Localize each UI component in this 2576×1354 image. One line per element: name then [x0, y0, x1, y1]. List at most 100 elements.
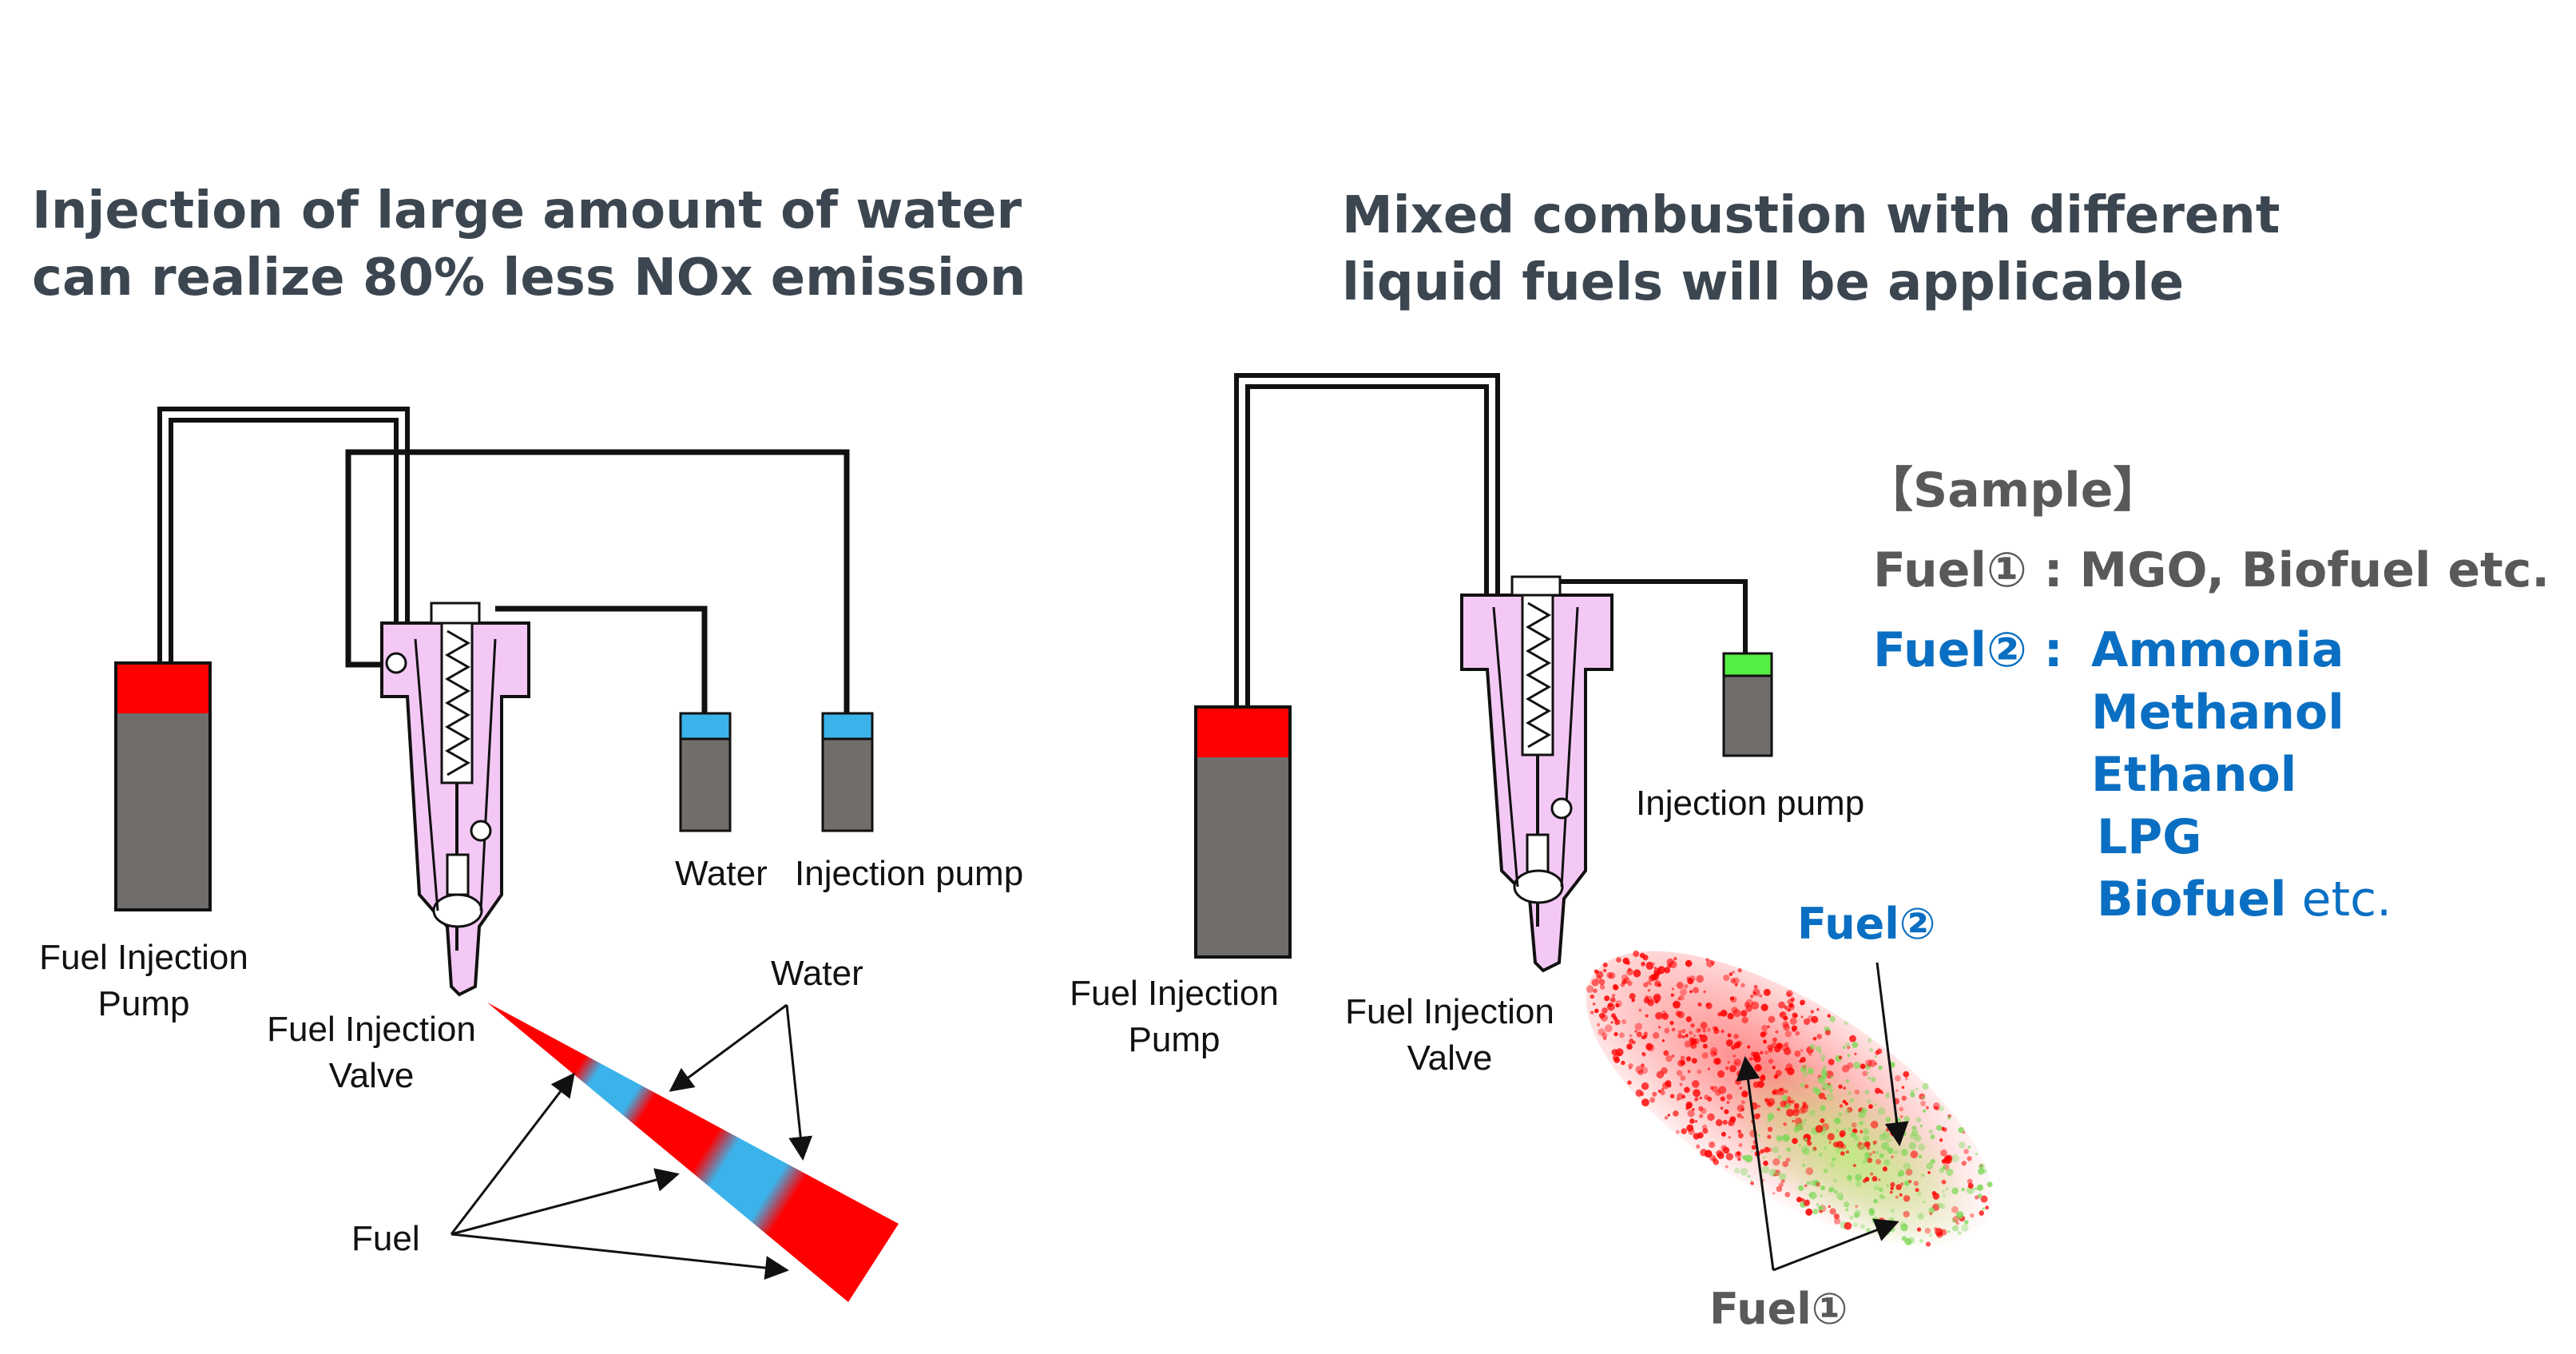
fuel2-particle [1877, 1107, 1886, 1115]
fuel1-particle [1726, 1101, 1730, 1104]
fuel2-particle [1928, 1207, 1935, 1213]
fuel1-particle [1629, 1034, 1633, 1038]
fuel1-particle [1691, 1080, 1700, 1088]
fuel1-particle [1706, 1027, 1711, 1032]
fuel1-particle [1852, 1164, 1856, 1168]
fuel2-particle [1804, 1138, 1808, 1142]
fuel1-particle [1760, 1149, 1765, 1153]
fuel1-particle [1725, 1165, 1729, 1169]
fuel2-particle [1886, 1184, 1889, 1187]
fuel2-particle [1908, 1142, 1917, 1150]
fuel1-particle [1689, 1030, 1693, 1035]
fuel2-spray-label: Fuel② [1797, 899, 1936, 949]
fuel1-particle [1851, 1122, 1857, 1128]
fuel1-particle [1784, 1192, 1791, 1197]
fuel2-particle [1818, 1152, 1823, 1157]
fuel1-particle [1723, 975, 1730, 982]
fuel2-particle [1864, 1152, 1870, 1157]
fuel1-particle [1591, 979, 1599, 987]
fuel2-particle [1867, 1099, 1871, 1104]
fuel1-particle [1844, 1102, 1848, 1106]
fuel1-particle [1794, 1117, 1803, 1126]
fuel2-particle [1820, 1054, 1826, 1059]
fuel1-particle [1594, 1008, 1599, 1014]
fuel1-particle [1680, 1059, 1686, 1066]
fuel1-particle [1671, 1027, 1676, 1032]
fuel1-particle [1685, 959, 1693, 967]
fuel1-particle [1629, 1066, 1632, 1070]
fuel1-particle [1717, 1152, 1725, 1160]
fuel2-particle [1976, 1184, 1984, 1191]
fuel1-particle [1662, 1082, 1669, 1090]
fuel1-particle [1800, 1002, 1804, 1006]
fuel1-particle [1793, 1102, 1800, 1109]
fuel1-particle [1613, 1032, 1618, 1037]
fuel1-particle [1788, 1008, 1791, 1012]
fuel1-particle [1697, 1002, 1702, 1007]
fuel1-particle [1913, 1181, 1919, 1186]
fuel1-particle [1824, 1030, 1831, 1036]
fuel1-particle [1685, 1101, 1693, 1109]
fuel1-particle [1701, 1052, 1709, 1059]
fuel1-particle [1772, 1037, 1777, 1042]
fuel2-particle [1820, 1194, 1823, 1197]
fuel2-particle [1802, 1147, 1810, 1155]
fuel2-particle [1863, 1135, 1870, 1142]
fuel2-particle [1943, 1194, 1946, 1197]
fuel2-particle [1910, 1089, 1915, 1094]
fuel1-particle [1794, 1050, 1801, 1057]
fuel1-particle [1661, 1087, 1665, 1091]
fuel2-particle [1926, 1162, 1934, 1170]
fuel2-particle [1874, 1102, 1877, 1106]
fuel1-particle [1772, 1157, 1780, 1166]
fuel1-particle [1878, 1178, 1881, 1181]
fuel2-particle [1868, 1076, 1871, 1080]
fuel1-particle [1924, 1228, 1931, 1234]
fuel1-particle [1740, 983, 1745, 988]
fuel1-particle [1871, 1176, 1878, 1182]
fuel1-particle [1951, 1205, 1959, 1213]
fuel1-particle [1684, 1086, 1690, 1094]
fuel1-particle [1784, 1030, 1792, 1038]
fuel1-particle [1687, 1070, 1691, 1074]
fuel1-particle [1713, 1058, 1720, 1065]
fuel1-particle [1774, 1045, 1781, 1053]
right-injection-line [1518, 579, 1748, 653]
fuel2-particle [1867, 1038, 1872, 1043]
fuel2-particle [1741, 1155, 1745, 1159]
fuel1-particle [1840, 1144, 1847, 1150]
fuel2-particle [1978, 1168, 1985, 1175]
fuel2-particle [1828, 1088, 1833, 1093]
fuel1-particle [1647, 989, 1651, 992]
fuel1-particle [1979, 1210, 1984, 1216]
fuel1-particle [1724, 1109, 1729, 1114]
water-arrows [669, 1003, 813, 1161]
fuel2-particle [1886, 1092, 1890, 1096]
fuel1-particle [1725, 1066, 1729, 1070]
fuel2-particle [1914, 1134, 1922, 1142]
fuel1-particle [1688, 1128, 1695, 1135]
fuel1-particle [1729, 1116, 1737, 1123]
fuel1-particle [1681, 1029, 1686, 1034]
fuel1-particle [1649, 1097, 1656, 1103]
fuel1-particle [1598, 1028, 1606, 1036]
fuel2-particle [1860, 1144, 1867, 1151]
fuel1-particle [1604, 995, 1610, 1002]
fuel1-particle [1677, 1030, 1682, 1034]
fuel2-particle [1830, 1075, 1834, 1079]
fuel1-particle [1816, 1008, 1820, 1011]
fuel2-particle [1922, 1082, 1929, 1090]
fuel2-particle [1772, 1146, 1780, 1153]
fuel2-particle [1835, 1146, 1842, 1153]
fuel1-particle [1860, 1130, 1864, 1134]
fuel2-particle [1834, 1117, 1841, 1125]
sample-fuel1-line: Fuel① : MGO, Biofuel etc. [1873, 542, 2550, 598]
left-title: Injection of large amount of water can r… [32, 177, 1026, 312]
fuel1-particle [1713, 1026, 1718, 1031]
fuel1-particle [1702, 1043, 1708, 1049]
fuel2-particle [1918, 1154, 1923, 1158]
fuel1-particle [1803, 1018, 1811, 1026]
fuel2-particle [1804, 1064, 1808, 1067]
fuel2-particle [1923, 1109, 1927, 1113]
fuel1-particle [1740, 1100, 1745, 1105]
